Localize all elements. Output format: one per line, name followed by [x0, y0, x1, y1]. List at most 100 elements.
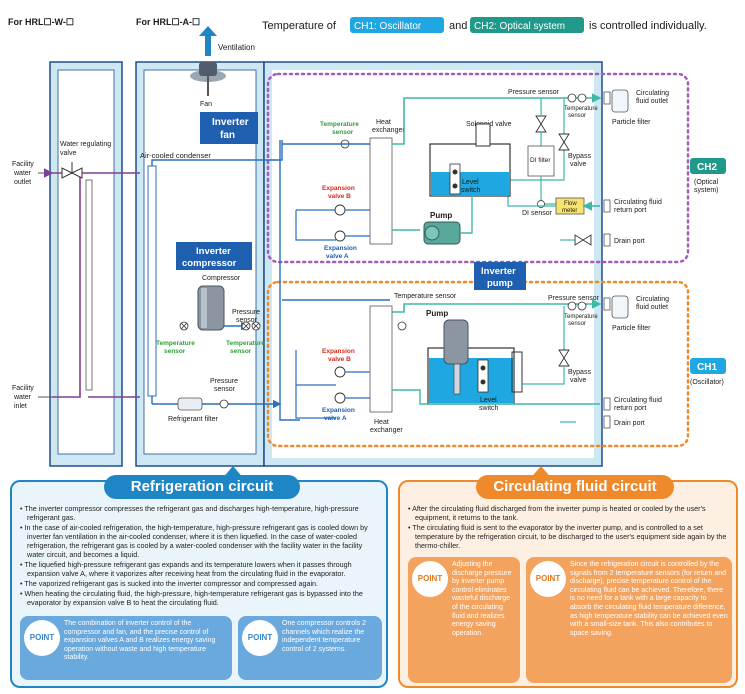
ch2-tag: CH2: Optical system — [474, 21, 565, 32]
point-text: One compressor controls 2 channels which… — [282, 620, 367, 653]
ch1-heat-exchanger-1: Heat — [374, 419, 389, 426]
ch2-outlet-1: Circulating — [636, 90, 669, 97]
ch2-outlet-2: fluid outlet — [636, 98, 668, 105]
ch1-sub: (Oscillator) — [690, 379, 724, 386]
ch2-return-port-icon — [603, 199, 611, 213]
ventilation-label: Ventilation — [218, 43, 255, 52]
ch2-exp-valve-a-1: Expansion — [324, 245, 357, 252]
ch1-exp-valve-a-1: Expansion — [322, 407, 355, 414]
ch2-outlet-temp-2: sensor — [568, 113, 586, 119]
ch1-pressure-sensor: Pressure sensor — [548, 295, 600, 302]
circ-bullet-1: • After the circulating fluid discharged… — [408, 504, 706, 522]
ch2-pump-icon — [423, 221, 461, 245]
ref-bullet-3: • The liquefied high-pressure refrigeran… — [20, 560, 352, 578]
arrow-up-icon — [199, 26, 217, 56]
refrigerant-pressure-sensor-2: sensor — [214, 386, 236, 393]
ch2-tag-bg — [470, 17, 584, 33]
ch2-pump-label: Pump — [430, 211, 452, 220]
comp-temp-sensor-right-1: Temperature — [226, 340, 265, 347]
water-regulating-valve-icon — [61, 162, 83, 179]
ch1-outlet-port-icon — [603, 297, 611, 311]
ch2-drain-port-icon — [603, 233, 611, 247]
ch1-label: CH1 — [697, 362, 717, 373]
ch1-drain-port-icon — [603, 415, 611, 429]
ch1-tag-bg — [350, 17, 444, 33]
ch1-particle-filter-icon — [611, 295, 629, 319]
intro-text-post: is controlled individually. — [589, 20, 707, 32]
ch2-temp-sensor-1: Temperature — [320, 121, 359, 128]
refrigerant-filter-label: Refrigerant filter — [168, 416, 218, 423]
ch2-particle-filter: Particle filter — [612, 119, 651, 126]
ch2-sub-2: system) — [694, 187, 719, 194]
ch2-exp-valve-b-1: Expansion — [322, 185, 355, 192]
ch1-heat-exchanger-2: exchanger — [370, 427, 403, 434]
inverter-pump-box — [474, 262, 526, 290]
point-badge: POINT — [24, 620, 60, 656]
sensor-icon — [179, 321, 261, 331]
ch2-return-2: return port — [614, 207, 646, 214]
ch2-bypass-1: Bypass — [568, 153, 591, 160]
ch1-exp-valve-b-2: valve B — [328, 356, 351, 363]
water-valve-label-1: Water regulating — [60, 141, 111, 148]
ch1-outlet-sensor-a — [567, 301, 577, 311]
ch1-outlet-2: fluid outlet — [636, 304, 668, 311]
ch2-temp-sensor-2: sensor — [332, 129, 354, 136]
ch1-bypass-1: Bypass — [568, 369, 591, 376]
ch1-pump-label: Pump — [426, 309, 448, 318]
ch2-sub-1: (Optical — [694, 179, 719, 186]
ch1-valve-a-icon — [334, 392, 346, 404]
point-badge: POINT — [412, 561, 448, 597]
ch1-heat-exchanger — [369, 305, 393, 413]
ch1-level-switch-2: switch — [479, 405, 499, 412]
refrigerant-pressure-sensor-1: Pressure — [210, 378, 238, 385]
ch1-valve-b-icon — [334, 366, 346, 378]
intro-text-pre: Temperature of — [262, 20, 337, 32]
flow-meter-2: meter — [562, 208, 577, 214]
circ-point-2: POINT Since the refrigeration circuit is… — [526, 557, 732, 683]
comp-temp-sensor-left-2: sensor — [164, 348, 186, 355]
facility-inlet-2: water — [13, 394, 32, 401]
ch1-badge — [690, 358, 726, 374]
circ-bullet-2: • The circulating fluid is sent to the e… — [408, 523, 727, 550]
model-label-water: For HRL☐-W-☐ — [8, 17, 74, 27]
ch2-bypass-2: valve — [570, 161, 586, 168]
ch2-tank-icon — [429, 123, 511, 197]
fan-icon — [190, 62, 226, 96]
inverter-pump-label-2: pump — [487, 278, 513, 289]
ch2-outlet-temp-1: Temperature — [564, 106, 598, 112]
ch1-bypass-valve-icon — [558, 349, 570, 367]
facility-outlet-3: outlet — [14, 179, 31, 186]
ch2-outlet-sensor-a — [567, 93, 577, 103]
ch1-outlet-sensor-b — [577, 301, 587, 311]
ch1-return-1: Circulating fluid — [614, 397, 662, 404]
ch2-exp-valve-a-2: valve A — [326, 253, 349, 260]
inverter-compressor-label-1: Inverter — [196, 246, 231, 257]
compressor-icon — [197, 285, 225, 331]
circ-point-1: POINT Adjusting the discharge pressure b… — [408, 557, 520, 683]
solenoid-valve-icon — [535, 115, 547, 133]
ch1-outlet-temp-2: sensor — [568, 321, 586, 327]
ch1-return-2: return port — [614, 405, 646, 412]
water-valve-label-2: valve — [60, 150, 76, 157]
air-condenser-coil — [147, 165, 157, 397]
ch1-return-sensor-icon — [397, 321, 407, 331]
ch1-bypass-2: valve — [570, 377, 586, 384]
point-text: The combination of inverter control of t… — [64, 620, 216, 662]
ch1-outlet-temp-1: Temperature — [564, 314, 598, 320]
point-text: Adjusting the discharge pressure by inve… — [452, 561, 512, 637]
ch1-exp-valve-b-1: Expansion — [322, 348, 355, 355]
port-icon — [603, 91, 611, 105]
compressor-label: Compressor — [202, 275, 241, 282]
di-filter-icon — [527, 145, 555, 177]
ch2-heat-exchanger-1: Heat — [376, 119, 391, 126]
ref-bullet-5: • When heating the circulating fluid, th… — [20, 589, 363, 607]
ch1-temp-sensor-label: Temperature sensor — [394, 293, 457, 300]
facility-inlet-3: inlet — [14, 403, 27, 410]
point-badge: POINT — [242, 620, 278, 656]
di-filter-label: DI filter — [530, 157, 551, 164]
ch2-particle-filter-icon — [611, 89, 629, 113]
ch2-valve-b-icon — [334, 204, 346, 216]
ref-bullet-4: • The vaporized refrigerant gas is sucke… — [20, 579, 319, 588]
